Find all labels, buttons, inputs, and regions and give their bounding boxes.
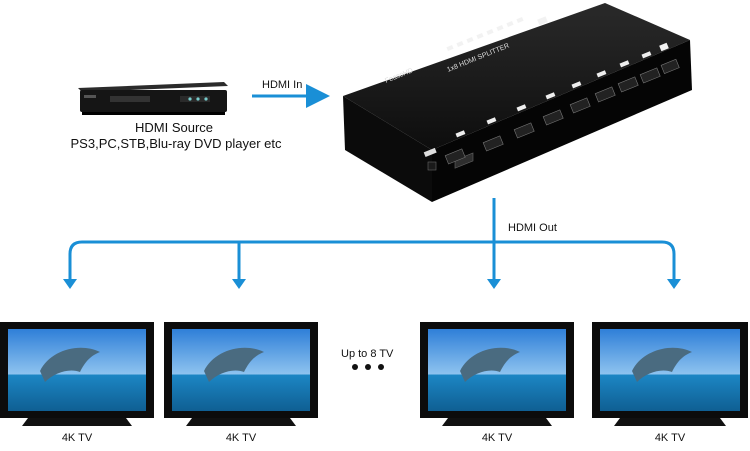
hdmi-out-tree (68, 198, 676, 282)
tv-2 (164, 322, 318, 426)
tv-label-3: 4K TV (481, 432, 513, 444)
hdmi-out-arrowheads (63, 279, 681, 289)
dvd-player-device (78, 82, 228, 115)
tv-1 (0, 322, 154, 426)
hdmi-in-label: HDMI In (262, 79, 303, 91)
tv-label-1: 4K TV (61, 432, 93, 444)
tv-3 (420, 322, 574, 426)
source-title: HDMI Source (134, 120, 214, 135)
tv-label-4: 4K TV (654, 432, 686, 444)
more-tvs-label: Up to 8 TV (341, 348, 394, 360)
hdmi-splitter-device (343, 3, 692, 202)
hdmi-out-label: HDMI Out (508, 222, 557, 234)
tv-label-2: 4K TV (225, 432, 257, 444)
source-description: PS3,PC,STB,Blu-ray DVD player etc (70, 136, 282, 151)
tv-4 (592, 322, 748, 426)
ellipsis-dots (352, 364, 384, 370)
